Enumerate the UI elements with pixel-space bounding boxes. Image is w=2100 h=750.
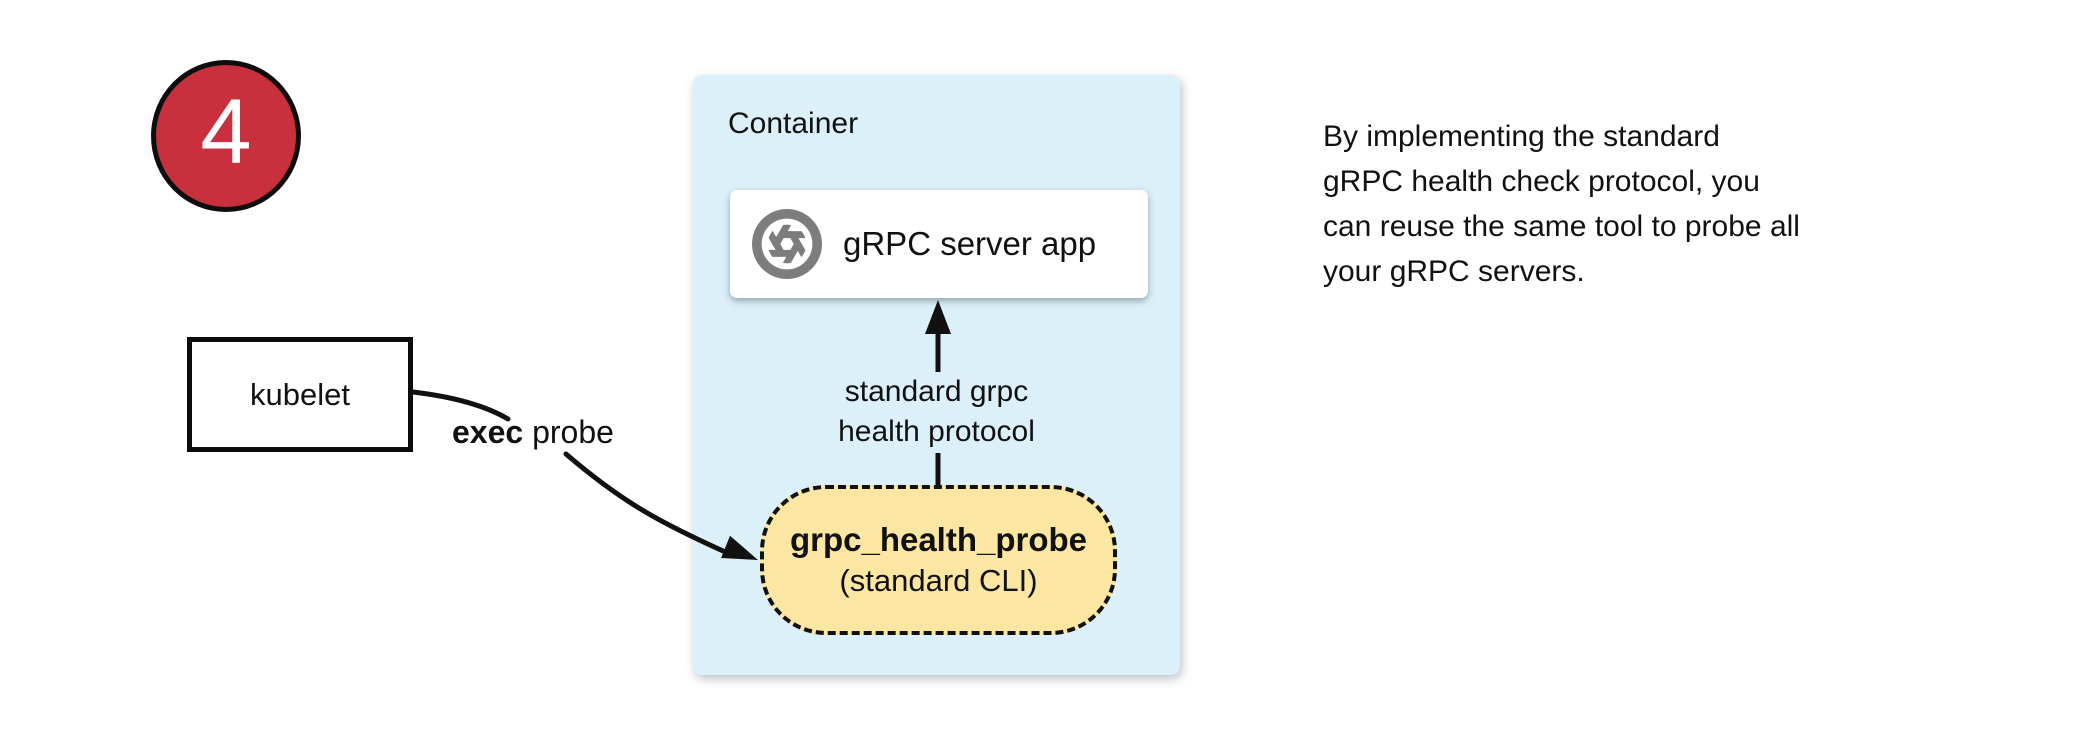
step-badge: 4 (151, 60, 301, 212)
exec-probe-label: exec probe (452, 414, 614, 451)
exec-probe-label-regular: probe (523, 414, 614, 450)
container-title: Container (728, 107, 859, 140)
caption-line: your gRPC servers. (1323, 255, 1585, 288)
grpc-server-app-label: gRPC server app (843, 225, 1097, 262)
grpc-health-probe-box: grpc_health_probe (standard CLI) (760, 485, 1117, 635)
kubelet-box: kubelet (187, 337, 413, 452)
container-box: Container gRPC server app (693, 75, 1180, 675)
caption-line: can reuse the same tool to probe all (1323, 210, 1800, 243)
health-protocol-label: standard grpc health protocol (693, 372, 1180, 452)
caption-line: By implementing the standard (1323, 120, 1720, 153)
step-number: 4 (200, 81, 252, 183)
kubelet-label: kubelet (250, 376, 350, 412)
health-protocol-label-line2: health protocol (838, 415, 1035, 448)
health-protocol-label-line1: standard grpc (844, 375, 1029, 408)
grpc-server-app-box: gRPC server app (730, 190, 1148, 298)
aperture-icon (752, 209, 822, 279)
grpc-health-probe-title: grpc_health_probe (789, 521, 1088, 558)
caption-line: gRPC health check protocol, you (1323, 165, 1760, 198)
exec-probe-label-bold: exec (452, 414, 524, 450)
grpc-health-probe-subtitle: (standard CLI) (839, 563, 1038, 598)
caption-text: By implementing the standard gRPC health… (1323, 114, 1923, 294)
